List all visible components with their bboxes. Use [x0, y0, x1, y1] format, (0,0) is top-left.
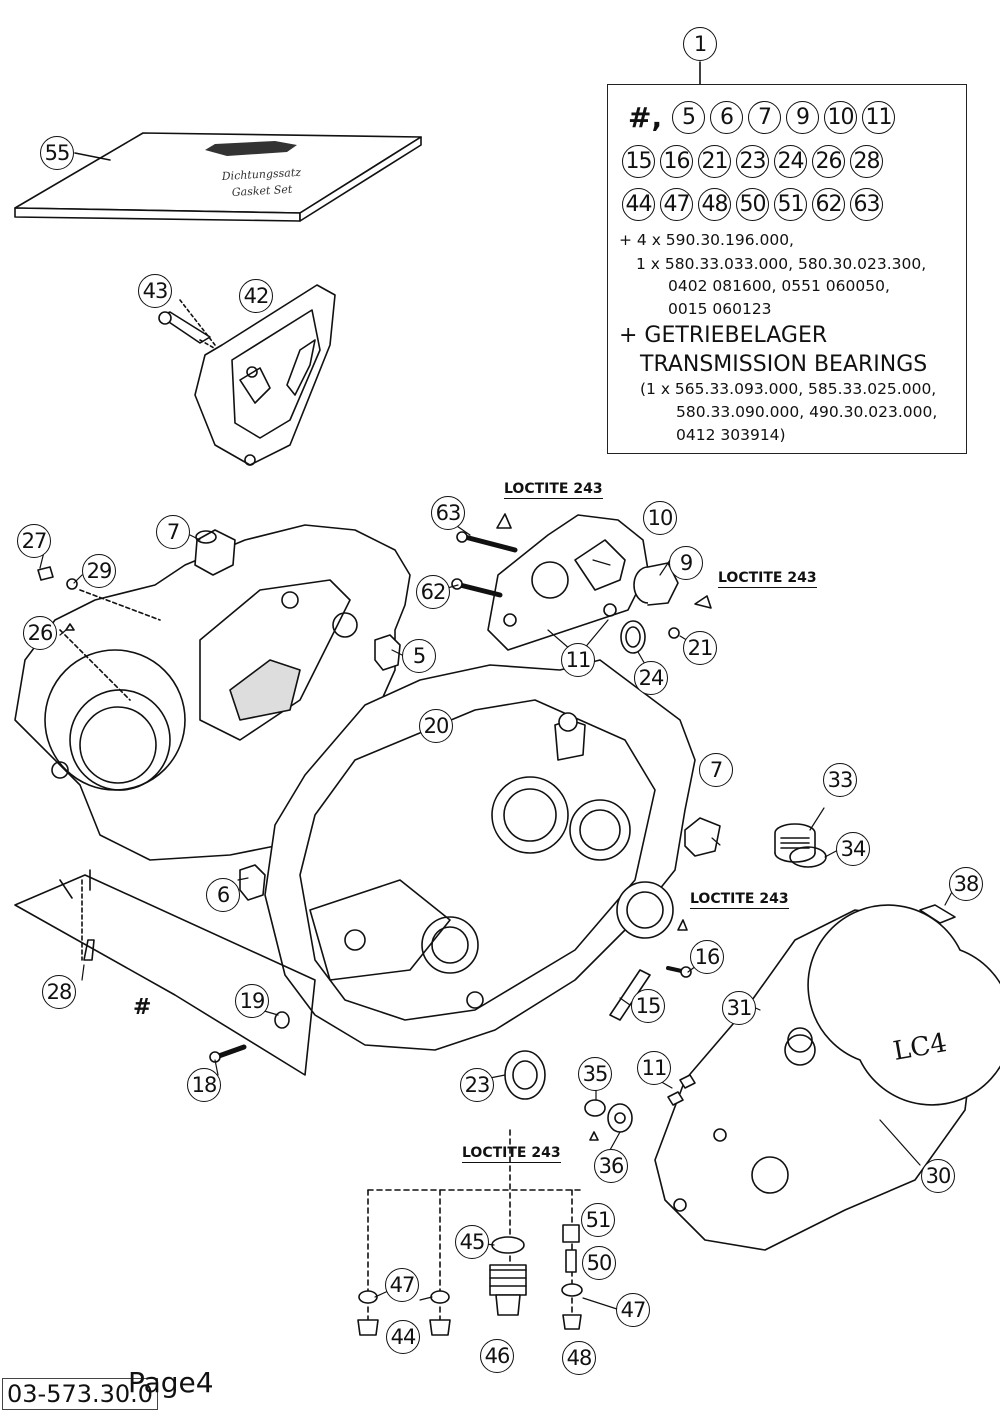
ref-bubble-48: 48 — [562, 1341, 596, 1375]
kit-ref: 15 — [622, 145, 655, 178]
kit-part-line: 580.33.090.000, 490.30.023.000, — [676, 403, 938, 421]
ref-bubble-34: 34 — [836, 832, 870, 866]
kit-ref: 26 — [812, 145, 845, 178]
kit-ref: 24 — [774, 145, 807, 178]
ref-bubble-21: 21 — [683, 631, 717, 665]
ref-bubble-62: 62 — [416, 575, 450, 609]
bushing-parts — [194, 529, 721, 901]
ref-bubble-31: 31 — [722, 991, 756, 1025]
ref-bubble-27: 27 — [17, 524, 51, 558]
ref-bubble-11: 11 — [561, 643, 595, 677]
kit-part-line: + 4 x 590.30.196.000, — [619, 231, 794, 249]
ref-bubble-38: 38 — [949, 867, 983, 901]
kit-getriebe-heading: + GETRIEBELAGER — [619, 323, 828, 348]
needle-bearing-part — [620, 562, 712, 654]
ref-bubble-1: 1 — [683, 27, 717, 61]
kit-ref: 10 — [824, 101, 857, 134]
kit-ref: 48 — [698, 188, 731, 221]
clutch-cover-part: LC4 — [654, 904, 1000, 1251]
ref-bubble-42: 42 — [239, 279, 273, 313]
diagram-code: 03-573.30.0 — [2, 1378, 159, 1410]
sprocket-cover-part — [158, 284, 336, 466]
kit-ref: 11 — [862, 101, 895, 134]
ref-bubble-46: 46 — [480, 1339, 514, 1373]
loctite-label: LOCTITE 243 — [504, 481, 603, 499]
kit-transmission-heading: TRANSMISSION BEARINGS — [640, 352, 928, 377]
kit-ref: 16 — [660, 145, 693, 178]
small-parts — [37, 566, 696, 1141]
kit-ref: 62 — [812, 188, 845, 221]
ref-bubble-5: 5 — [402, 639, 436, 673]
ref-bubble-63: 63 — [431, 496, 465, 530]
hash-group-lines — [14, 589, 316, 1076]
loctite-label: LOCTITE 243 — [690, 891, 789, 909]
ref-bubble-26: 26 — [23, 616, 57, 650]
gasket-card-text-1: Dichtungssatz — [220, 166, 301, 183]
ref-bubble-47: 47 — [385, 1268, 419, 1302]
kit-ref: 51 — [774, 188, 807, 221]
ref-bubble-16: 16 — [690, 940, 724, 974]
ref-bubble-28: 28 — [42, 975, 76, 1009]
kit-part-line: 0402 081600, 0551 060050, — [668, 277, 890, 295]
oil-plug-part — [774, 823, 827, 868]
page-label: Page4 — [128, 1366, 214, 1399]
ref-bubble-50: 50 — [582, 1246, 616, 1280]
ref-bubble-15: 15 — [631, 989, 665, 1023]
hash-mark-label: # — [133, 995, 152, 1020]
kit-ref: 50 — [736, 188, 769, 221]
ref-bubble-30: 30 — [921, 1159, 955, 1193]
kit-part-line: 0015 060123 — [668, 300, 772, 318]
kit-row-2: 15 16 21 23 24 26 28 — [622, 145, 884, 178]
ref-bubble-18: 18 — [187, 1068, 221, 1102]
gasket-card-text-2: Gasket Set — [231, 183, 293, 199]
ref-bubble-55: 55 — [40, 136, 74, 170]
ref-bubble-9: 9 — [669, 546, 703, 580]
ref-bubble-23: 23 — [460, 1068, 494, 1102]
kit-part-line: 1 x 580.33.033.000, 580.30.023.300, — [636, 255, 927, 273]
ref-bubble-20: 20 — [419, 709, 453, 743]
ref-bubble-7: 7 — [156, 515, 190, 549]
ref-bubble-11b: 11 — [637, 1051, 671, 1085]
kit-part-line: 0412 303914) — [676, 426, 786, 444]
kit-ref: 6 — [710, 101, 743, 134]
ref-bubble-19: 19 — [235, 984, 269, 1018]
ref-bubble-45: 45 — [455, 1225, 489, 1259]
kit-ref: 44 — [622, 188, 655, 221]
ref-bubble-33: 33 — [823, 763, 857, 797]
ref-bubble-24: 24 — [634, 661, 668, 695]
ref-bubble-43: 43 — [138, 274, 172, 308]
ref-bubble-44: 44 — [386, 1320, 420, 1354]
gasket-set-card: Dichtungssatz Gasket Set — [14, 132, 422, 222]
loctite-label: LOCTITE 243 — [462, 1145, 561, 1163]
kit-ref: 21 — [698, 145, 731, 178]
kit-row-1: #, 5 6 7 9 10 11 — [628, 101, 896, 134]
bearing-bracket-part — [451, 513, 649, 651]
kit-ref: 9 — [786, 101, 819, 134]
ref-bubble-47b: 47 — [616, 1293, 650, 1327]
drain-plug-parts — [357, 1129, 583, 1336]
kit-ref: 5 — [672, 101, 705, 134]
ref-bubble-7b: 7 — [699, 753, 733, 787]
ref-bubble-10: 10 — [643, 501, 677, 535]
kit-part-line: (1 x 565.33.093.000, 585.33.025.000, — [640, 380, 937, 398]
ref-bubble-36: 36 — [594, 1149, 628, 1183]
kit-row-3: 44 47 48 50 51 62 63 — [622, 188, 884, 221]
kit-ref: 28 — [850, 145, 883, 178]
ref-bubble-35: 35 — [578, 1057, 612, 1091]
loctite-label: LOCTITE 243 — [718, 570, 817, 588]
kit-ref: 47 — [660, 188, 693, 221]
ref-bubble-29: 29 — [82, 554, 116, 588]
kit-ref: 7 — [748, 101, 781, 134]
kit-hash-mark: #, — [628, 101, 663, 134]
kit-ref: 63 — [850, 188, 883, 221]
center-crankcase-half — [264, 659, 696, 1051]
ref-bubble-51: 51 — [581, 1203, 615, 1237]
kit-ref: 23 — [736, 145, 769, 178]
kit-contents-box: #, 5 6 7 9 10 11 15 16 21 23 24 26 28 44… — [607, 84, 967, 454]
ref-bubble-6: 6 — [206, 878, 240, 912]
